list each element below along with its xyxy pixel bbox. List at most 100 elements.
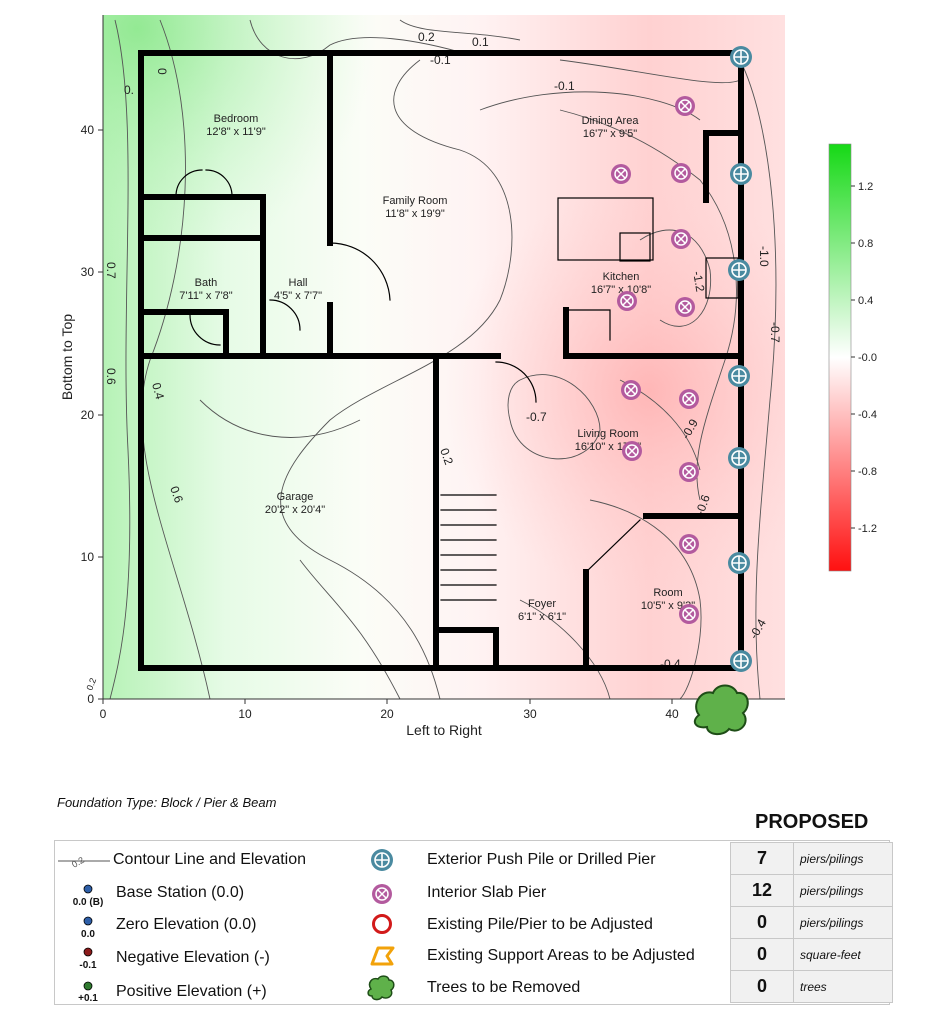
room-name: Kitchen xyxy=(603,271,640,283)
y-tick-label: 20 xyxy=(81,408,95,422)
count-row: 0 piers/pilings xyxy=(730,906,893,939)
negative-elevation-icon xyxy=(83,947,93,957)
legend-existing-pile: Existing Pile/Pier to be Adjusted xyxy=(427,916,653,933)
interior-pier-icon xyxy=(622,441,642,461)
count-unit: piers/pilings xyxy=(793,906,893,939)
support-area-icon xyxy=(370,946,395,966)
colorbar-tick-label: -0.0 xyxy=(858,352,877,364)
count-unit: trees xyxy=(793,970,893,1003)
x-axis-label: Left to Right xyxy=(406,722,482,738)
interior-pier-icon xyxy=(675,96,695,116)
y-tick-label: 40 xyxy=(81,123,95,137)
colorbar-tick-label: 0.4 xyxy=(858,295,873,307)
colorbar-tick-label: 0.8 xyxy=(858,238,873,250)
y-axis-label: Bottom to Top xyxy=(59,314,75,400)
tree-icon xyxy=(693,684,749,735)
room-name: Foyer xyxy=(528,598,556,610)
interior-pier-icon xyxy=(611,164,631,184)
zero-elevation-caption: 0.0 xyxy=(81,929,95,940)
exterior-pile-icon xyxy=(371,849,393,871)
svg-text:0.: 0. xyxy=(124,83,134,97)
count-value: 12 xyxy=(730,874,794,907)
svg-text:-1.2: -1.2 xyxy=(690,270,707,293)
room-labels: Bedroom 12'8" x 11'9" Family Room 11'8" … xyxy=(179,113,695,623)
count-value: 0 xyxy=(730,970,794,1003)
legend-interior-pier: Interior Slab Pier xyxy=(427,884,547,901)
svg-text:0.7: 0.7 xyxy=(104,262,118,279)
count-row: 7 piers/pilings xyxy=(730,842,893,875)
positive-elevation-caption: +0.1 xyxy=(78,993,98,1004)
count-value: 7 xyxy=(730,842,794,875)
room-name: Family Room xyxy=(383,195,448,207)
legend-negative-elevation: Negative Elevation (-) xyxy=(116,949,270,966)
svg-text:0.2: 0.2 xyxy=(84,677,98,692)
x-tick-label: 40 xyxy=(665,707,679,721)
interior-slab-piers xyxy=(611,96,699,624)
negative-elevation-caption: -0.1 xyxy=(79,960,97,971)
room-size: 12'8" x 11'9" xyxy=(206,126,266,138)
colorbar-tick-label: -1.2 xyxy=(858,523,877,535)
count-value: 0 xyxy=(730,906,794,939)
colorbar-tick-label: -0.8 xyxy=(858,466,877,478)
zero-elevation-icon xyxy=(83,916,93,926)
room-name: Bath xyxy=(195,277,218,289)
legend-exterior-pile: Exterior Push Pile or Drilled Pier xyxy=(427,851,656,868)
room-name: Garage xyxy=(277,491,314,503)
base-station-caption: 0.0 (B) xyxy=(72,897,104,908)
x-tick-label: 10 xyxy=(238,707,252,721)
exterior-pile-icon xyxy=(728,552,750,574)
room-name: Living Room xyxy=(577,428,638,440)
x-tick-label: 20 xyxy=(380,707,394,721)
room-size: 16'7" x 9'5" xyxy=(583,128,637,140)
room-name: Bedroom xyxy=(214,113,259,125)
legend-zero-elevation: Zero Elevation (0.0) xyxy=(116,916,257,933)
room-name: Hall xyxy=(289,277,308,289)
exterior-pile-icon xyxy=(728,447,750,469)
room-size: 16'7" x 10'8" xyxy=(591,284,651,296)
proposed-counts-table: 7 piers/pilings 12 piers/pilings 0 piers… xyxy=(730,842,893,1003)
count-unit: piers/pilings xyxy=(793,842,893,875)
y-tick-label: 30 xyxy=(81,265,95,279)
svg-text:-0.7: -0.7 xyxy=(526,410,547,424)
svg-text:0.6: 0.6 xyxy=(167,484,186,505)
foundation-elevation-plan: 0.2 0.1 -0.1 -0.1 0 0. 0.7 0.6 0.4 0.6 0… xyxy=(59,15,877,738)
count-unit: piers/pilings xyxy=(793,874,893,907)
interior-pier-icon xyxy=(671,163,691,183)
svg-text:0.4: 0.4 xyxy=(149,381,167,401)
interior-pier-icon xyxy=(679,389,699,409)
contour-line-icon: 0.2 xyxy=(58,855,110,870)
room-size: 7'11" x 7'8" xyxy=(179,290,232,302)
y-tick-label: 0 xyxy=(87,692,94,706)
exterior-pile-icon xyxy=(730,163,752,185)
legend-contour-line: Contour Line and Elevation xyxy=(113,851,307,868)
svg-text:-0.6: -0.6 xyxy=(693,493,713,518)
svg-text:0.2: 0.2 xyxy=(437,446,456,467)
interior-pier-icon xyxy=(671,229,691,249)
exterior-pile-icon xyxy=(730,650,752,672)
room-name: Room xyxy=(653,587,682,599)
proposed-title: PROPOSED xyxy=(755,811,869,833)
legend-base-station: Base Station (0.0) xyxy=(116,884,245,901)
count-row: 12 piers/pilings xyxy=(730,874,893,907)
plan-axes: 0 10 20 30 40 0 10 20 30 40 Left to Righ… xyxy=(59,15,785,738)
svg-text:0.6: 0.6 xyxy=(104,368,118,385)
exterior-push-piles xyxy=(728,46,752,672)
x-tick-label: 30 xyxy=(523,707,537,721)
base-station-icon xyxy=(83,884,93,894)
room-size: 4'5" x 7'7" xyxy=(274,290,322,302)
elevation-colorbar: 1.2 0.8 0.4 -0.0 -0.4 -0.8 -1.2 xyxy=(828,143,877,572)
contour-value-labels: 0.2 0.1 -0.1 -0.1 0 0. 0.7 0.6 0.4 0.6 0… xyxy=(84,30,782,692)
interior-pier-icon xyxy=(621,380,641,400)
interior-pier-icon xyxy=(617,291,637,311)
svg-text:0.2: 0.2 xyxy=(70,855,86,870)
interior-pier-icon xyxy=(679,534,699,554)
y-tick-label: 10 xyxy=(81,550,95,564)
exterior-pile-icon xyxy=(730,46,752,68)
interior-pier-icon xyxy=(675,297,695,317)
interior-pier-icon xyxy=(372,884,392,904)
svg-text:-0.1: -0.1 xyxy=(554,79,575,93)
foundation-type: Foundation Type: Block / Pier & Beam xyxy=(57,795,277,810)
tree-icon xyxy=(367,975,395,1001)
positive-elevation-icon xyxy=(83,981,93,991)
legend-existing-support: Existing Support Areas to be Adjusted xyxy=(427,947,695,964)
